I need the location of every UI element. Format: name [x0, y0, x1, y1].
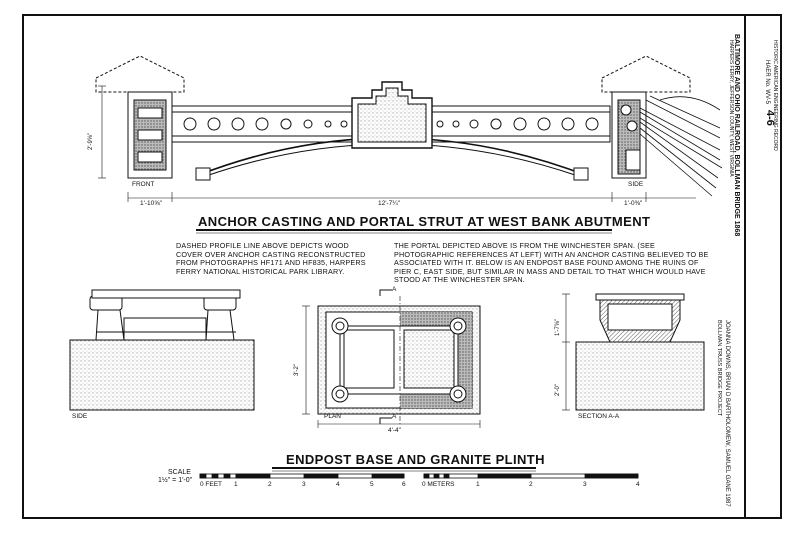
- dim-section-upper: 1'-7⅝": [555, 319, 561, 336]
- dim-height-left: 2'-9⅝": [88, 133, 94, 150]
- scale-bar-meters: [423, 473, 639, 479]
- title-block-location: HARPERS FERRY, JEFFERSON COUNTY, WEST VI…: [728, 40, 734, 177]
- title-block-sheet-number: 4-6: [764, 110, 776, 126]
- note-right: THE PORTAL DEPICTED ABOVE IS FROM THE WI…: [394, 241, 709, 285]
- drawing-sheet: [22, 14, 746, 519]
- section-mark-top: A: [392, 286, 397, 293]
- scale-meter-tick: 2: [529, 481, 533, 488]
- bottom-title: ENDPOST BASE AND GRANITE PLINTH: [286, 452, 545, 467]
- title-block-structure: BALTIMORE AND OHIO RAILROAD, BOLLMAN BRI…: [733, 34, 740, 237]
- title-block-delineator: JOANNA DOWNS, BRIAN D BARTHOLOMEW, SAMUE…: [724, 320, 730, 507]
- dim-side-width: 1'-0⅜": [624, 200, 643, 207]
- scale-meter-tick: 3: [583, 481, 587, 488]
- label-plan: PLAN: [324, 413, 341, 420]
- scale-feet-tick: 1: [234, 481, 238, 488]
- title-block-survey: HAER No. WV-5: [764, 60, 770, 105]
- scale-label: SCALE: [168, 469, 191, 476]
- anchor-casting-elevation: [95, 55, 723, 202]
- title-block-project: BOLLMAN TRUSS BRIDGE PROJECT: [716, 320, 722, 417]
- dim-plan-width: 4'-4": [388, 427, 401, 434]
- scale-feet-tick: 4: [336, 481, 340, 488]
- scale-feet-tick: 6: [402, 481, 406, 488]
- endpost-section-view: [562, 293, 705, 411]
- label-side: SIDE: [72, 413, 88, 420]
- endpost-side-view: [69, 289, 255, 411]
- label-section: SECTION A-A: [578, 413, 620, 420]
- dim-front-width: 1'-10⅝": [140, 200, 162, 207]
- scale-feet-label: 0 FEET: [200, 481, 223, 488]
- title-block-agency: HISTORIC AMERICAN ENGINEERING RECORD: [772, 40, 778, 151]
- endpost-plan-view: [302, 289, 481, 428]
- dim-span: 12'-7¼": [378, 200, 400, 207]
- scale-ratio: 1½" = 1'-0": [158, 477, 193, 484]
- scale-meter-tick: 4: [636, 481, 640, 488]
- dim-plan-height: 3'-2": [294, 364, 300, 376]
- scale-meter-tick: 1: [476, 481, 480, 488]
- section-mark-bottom: A: [392, 413, 397, 420]
- title-block: [746, 14, 782, 519]
- scale-meters-label: 0 METERS: [422, 481, 455, 488]
- label-side-top: SIDE: [628, 181, 644, 188]
- dim-section-lower: 2'-0": [555, 384, 561, 396]
- scale-feet-tick: 3: [302, 481, 306, 488]
- scale-feet-tick: 2: [268, 481, 272, 488]
- main-title: ANCHOR CASTING AND PORTAL STRUT AT WEST …: [198, 214, 651, 229]
- scale-feet-tick: 5: [370, 481, 374, 488]
- scale-bar-feet: [199, 473, 405, 479]
- label-front: FRONT: [132, 181, 155, 188]
- note-left: DASHED PROFILE LINE ABOVE DEPICTS WOOD C…: [176, 241, 366, 276]
